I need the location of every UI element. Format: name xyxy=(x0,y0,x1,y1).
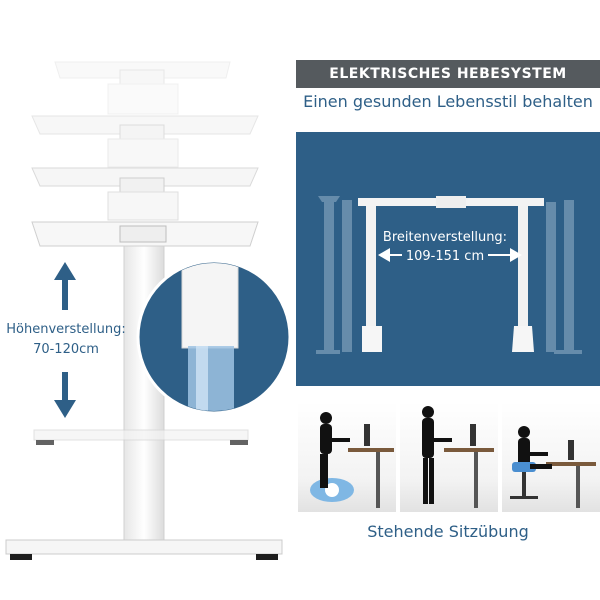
width-adjustment-label: Breitenverstellung: 109-151 cm xyxy=(372,228,518,266)
desk-frame-illustration xyxy=(5,61,292,560)
desk-top-level-3 xyxy=(31,115,259,168)
title-banner-text: ELEKTRISCHES HEBESYSTEM xyxy=(329,66,567,82)
leg-detail-zoom xyxy=(136,259,292,415)
pose-photo-standing xyxy=(400,402,498,512)
desk-top-level-4 xyxy=(54,61,231,115)
height-adjustment-label: Höhenverstellung: 70-120cm xyxy=(2,320,130,360)
width-frame-illustration xyxy=(316,196,582,354)
pose-photo-sitting xyxy=(502,402,600,512)
width-adjustment-range: 109-151 cm xyxy=(401,247,489,266)
desk-top-level-2 xyxy=(31,167,259,221)
height-adjustment-title: Höhenverstellung: xyxy=(6,322,126,337)
subtitle: Einen gesunden Lebensstil behalten xyxy=(303,92,593,111)
title-banner: ELEKTRISCHES HEBESYSTEM xyxy=(296,60,600,88)
desk-foot-base xyxy=(5,539,283,560)
desk-top-main xyxy=(31,221,259,247)
height-adjustment-range: 70-120cm xyxy=(33,342,99,357)
pose-caption: Stehende Sitzübung xyxy=(367,522,529,541)
pose-photo-bike xyxy=(298,402,396,512)
desk-foot-bar-upper xyxy=(33,429,249,445)
arrow-up-icon xyxy=(54,262,76,310)
width-adjustment-title: Breitenverstellung: xyxy=(382,230,508,245)
arrow-down-icon xyxy=(54,372,76,418)
